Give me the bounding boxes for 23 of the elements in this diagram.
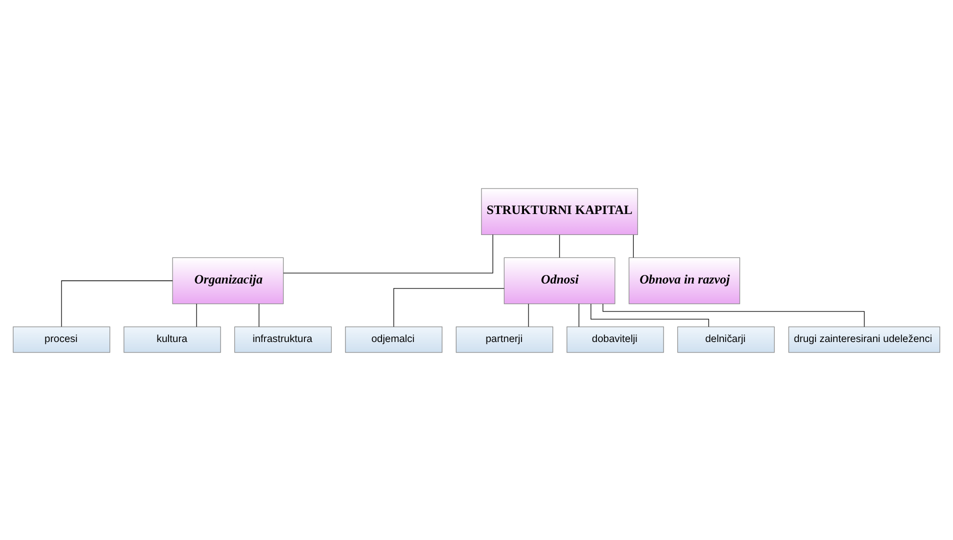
node-box: delničarji bbox=[677, 326, 775, 352]
node-box: kultura bbox=[124, 326, 221, 352]
node-box: infrastruktura bbox=[234, 326, 332, 352]
connector bbox=[528, 303, 529, 327]
node-box: odjemalci bbox=[345, 326, 442, 352]
connector bbox=[393, 288, 504, 327]
connector bbox=[633, 234, 634, 258]
node-box: partnerji bbox=[456, 326, 554, 352]
connector bbox=[61, 280, 173, 326]
node-box: drugi zainteresirani udeleženci bbox=[788, 326, 940, 352]
connector bbox=[283, 234, 494, 273]
connector bbox=[590, 303, 710, 327]
connector bbox=[578, 303, 580, 327]
node-box: Obnova in razvoj bbox=[628, 256, 740, 304]
connector bbox=[196, 303, 197, 327]
node-box: procesi bbox=[12, 326, 110, 352]
node-box: Odnosi bbox=[504, 256, 616, 304]
node-box: Organizacija bbox=[172, 256, 284, 304]
node-box: dobavitelji bbox=[566, 326, 664, 352]
connector bbox=[559, 234, 560, 258]
connector bbox=[258, 303, 260, 327]
node-box: STRUKTURNI KAPITAL bbox=[481, 188, 638, 234]
connector bbox=[602, 303, 865, 327]
